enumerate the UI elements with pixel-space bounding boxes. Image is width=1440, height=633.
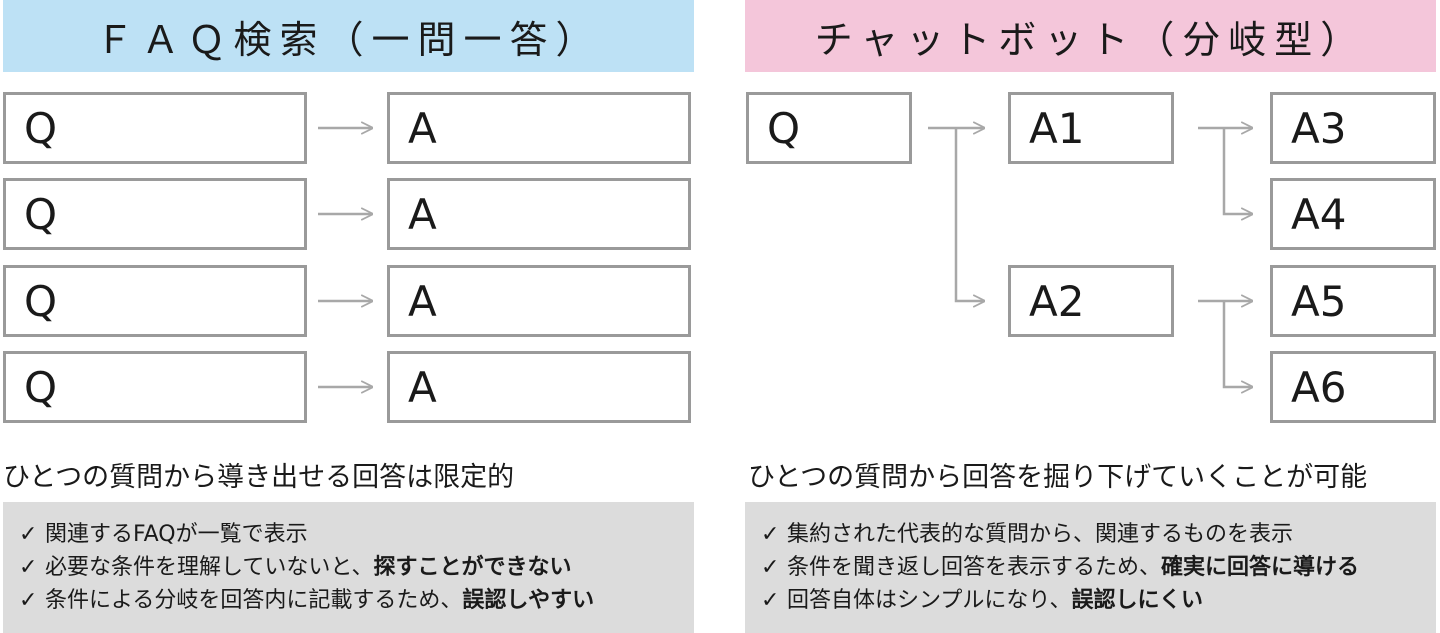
check-icon: ✓ (761, 588, 780, 613)
point-text: 条件による分岐を回答内に記載するため、 (45, 588, 463, 613)
point-text: 回答自体はシンプルになり、 (787, 588, 1072, 613)
point-text: 必要な条件を理解していないと、 (45, 555, 374, 580)
chatbot-points-panel: ✓ 集約された代表的な質問から、関連するものを表示 ✓ 条件を聞き返し回答を表示する… (745, 502, 1436, 633)
chatbot-question-box: Q (746, 92, 912, 164)
point-text: 関連するFAQが一覧で表示 (45, 522, 308, 547)
faq-question-box: Q (3, 92, 307, 164)
chatbot-answer-a4: A4 (1270, 178, 1436, 250)
faq-title: ＦＡＱ検索（一問一答） (95, 17, 602, 62)
faq-answer-box: A (387, 265, 691, 337)
faq-answer-box: A (387, 178, 691, 250)
chatbot-answer-a5: A5 (1270, 265, 1436, 337)
chatbot-header: チャットボット（分岐型） (745, 0, 1436, 72)
chatbot-title: チャットボット（分岐型） (814, 17, 1367, 62)
chatbot-arrow-a1-a4 (1222, 128, 1252, 214)
check-icon: ✓ (761, 555, 780, 580)
faq-question-box: Q (3, 351, 307, 423)
chatbot-arrow-q-a2 (954, 128, 984, 301)
chatbot-caption: ひとつの質問から回答を掘り下げていくことが可能 (748, 462, 1368, 493)
chatbot-answer-a3: A3 (1270, 92, 1436, 164)
point-emphasis: 探すことができない (373, 555, 572, 580)
faq-question-box: Q (3, 265, 307, 337)
check-icon: ✓ (19, 522, 38, 547)
point-text: 集約された代表的な質問から、関連するものを表示 (787, 522, 1294, 547)
point-emphasis: 誤認しやすい (462, 588, 595, 613)
point-emphasis: 確実に回答に導ける (1161, 555, 1360, 580)
chatbot-answer-a6: A6 (1270, 351, 1436, 423)
faq-answer-box: A (387, 92, 691, 164)
faq-points-panel: ✓ 関連するFAQが一覧で表示 ✓ 必要な条件を理解していないと、探すことができない… (3, 502, 694, 633)
faq-answer-box: A (387, 351, 691, 423)
check-icon: ✓ (19, 588, 38, 613)
faq-point: ✓ 関連するFAQが一覧で表示 (19, 518, 694, 551)
chatbot-arrow-a2-a6 (1222, 301, 1252, 387)
chatbot-point: ✓ 集約された代表的な質問から、関連するものを表示 (761, 518, 1436, 551)
check-icon: ✓ (19, 555, 38, 580)
faq-caption: ひとつの質問から導き出せる回答は限定的 (3, 462, 515, 493)
chatbot-point: ✓ 条件を聞き返し回答を表示するため、確実に回答に導ける (761, 551, 1436, 584)
check-icon: ✓ (761, 522, 780, 547)
faq-point: ✓ 条件による分岐を回答内に記載するため、誤認しやすい (19, 584, 694, 617)
faq-point: ✓ 必要な条件を理解していないと、探すことができない (19, 551, 694, 584)
faq-header: ＦＡＱ検索（一問一答） (3, 0, 694, 72)
chatbot-answer-a1: A1 (1008, 92, 1174, 164)
faq-question-box: Q (3, 178, 307, 250)
point-text: 条件を聞き返し回答を表示するため、 (787, 555, 1162, 580)
chatbot-answer-a2: A2 (1008, 265, 1174, 337)
point-emphasis: 誤認しにくい (1071, 588, 1204, 613)
chatbot-point: ✓ 回答自体はシンプルになり、誤認しにくい (761, 584, 1436, 617)
